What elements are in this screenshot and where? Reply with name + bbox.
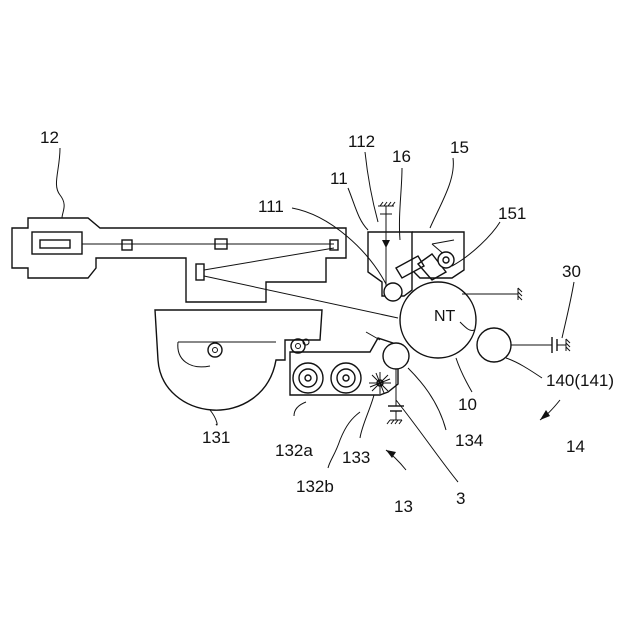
label-nt: NT <box>434 308 456 325</box>
label-16: 16 <box>392 147 411 166</box>
label-13: 13 <box>394 497 413 516</box>
cleaning-unit-15 <box>396 232 464 280</box>
developing-unit-13 <box>290 332 409 424</box>
label-112: 112 <box>348 132 375 151</box>
label-132a: 132a <box>275 441 313 460</box>
label-140-141: 140(141) <box>546 371 614 390</box>
label-131: 131 <box>202 428 230 447</box>
label-151: 151 <box>498 204 526 223</box>
exposure-unit-12 <box>12 218 398 318</box>
label-132b: 132b <box>296 477 334 496</box>
label-30: 30 <box>562 262 581 281</box>
label-111: 111 <box>258 197 284 216</box>
leader-lines <box>56 148 574 482</box>
label-15: 15 <box>450 138 469 157</box>
transfer-roller-14 <box>477 328 570 362</box>
label-10: 10 <box>458 395 477 414</box>
label-14: 14 <box>566 437 585 456</box>
label-11: 11 <box>330 169 348 188</box>
labels: 12 112 16 15 11 111 151 30 NT 140(141) 1… <box>40 128 614 516</box>
label-3: 3 <box>456 489 465 508</box>
charger-unit-11 <box>368 202 412 301</box>
label-134: 134 <box>455 431 483 450</box>
label-133: 133 <box>342 448 370 467</box>
label-12: 12 <box>40 128 59 147</box>
stirring-member-133 <box>369 372 391 394</box>
